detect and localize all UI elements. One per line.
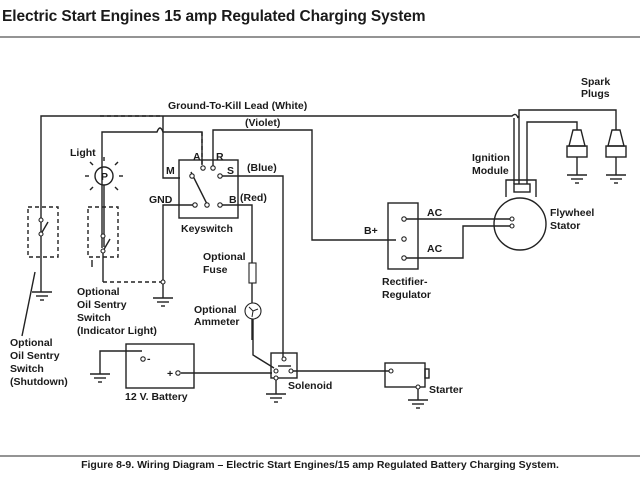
ground-icon [32,291,52,301]
label-flywheel-2: Stator [550,220,580,232]
ks-a: A [193,151,201,163]
ks-gnd: GND [149,194,173,206]
label-fuse-1: Optional [203,251,246,263]
label-spark-1: Spark [581,76,610,88]
battery-pos: + [167,368,173,380]
label-indicator-1: Optional [77,286,120,298]
label-spark-2: Plugs [581,88,610,100]
light-wire [101,127,203,248]
label-shutdown-3: Switch [10,363,44,375]
ks-s: S [227,165,234,177]
label-battery: 12 V. Battery [125,391,188,403]
oil-sentry-shutdown-box [27,206,59,258]
figure-caption: Figure 8-9. Wiring Diagram – Electric St… [81,459,559,471]
lamp-p: P [101,171,108,183]
ks-m: M [166,165,175,177]
battery-box [125,343,195,389]
rectifier-regulator-box [387,202,419,270]
label-fuse-2: Fuse [203,264,228,276]
fuse-icon [248,262,257,284]
label-solenoid: Solenoid [288,380,332,392]
red-wire [220,204,253,262]
blue-wire [220,175,284,360]
violet-wire [212,129,396,241]
label-blue: (Blue) [247,162,277,174]
ignition-module [505,179,537,197]
label-shutdown-2: Oil Sentry [10,350,60,362]
label-violet: (Violet) [245,117,280,129]
ground-to-kill-wire [40,113,519,234]
spark-plug-icon [566,129,588,184]
label-shutdown-1: Optional [10,337,53,349]
solenoid-box [270,352,298,379]
label-red: (Red) [240,192,267,204]
gnd-wire [162,204,195,282]
label-ground-to-kill: Ground-To-Kill Lead (White) [168,100,307,112]
label-b-plus: B+ [364,225,378,237]
ground-icon [90,362,110,383]
label-ammeter-1: Optional [194,304,237,316]
flywheel-stator [493,197,547,251]
ground-icon [266,393,286,403]
label-keyswitch: Keyswitch [181,223,233,235]
label-rectifier-1: Rectifier- [382,276,428,288]
label-ignition-1: Ignition [472,152,510,164]
shutdown-pointer [21,271,36,337]
spark-plug-icon [605,129,627,184]
battery-neg: - [147,353,151,365]
label-indicator-2: Oil Sentry [77,299,127,311]
light-bulb-icon [85,157,123,191]
label-indicator-4: (Indicator Light) [77,325,157,337]
label-ammeter-2: Ammeter [194,316,240,328]
label-shutdown-4: (Shutdown) [10,376,68,388]
label-indicator-3: Switch [77,312,111,324]
starter-box [384,362,426,388]
label-flywheel-1: Flywheel [550,207,594,219]
label-ac-2: AC [427,243,443,255]
page-title: Electric Start Engines 15 amp Regulated … [2,8,426,25]
label-starter: Starter [429,384,463,396]
label-ac-1: AC [427,207,443,219]
label-ignition-2: Module [472,165,509,177]
ground-icon [153,284,173,307]
ks-b: B [229,194,237,206]
ground-icon [408,399,428,409]
ks-r: R [216,151,224,163]
label-rectifier-2: Regulator [382,289,431,301]
label-light: Light [70,147,96,159]
keyswitch-box [178,159,239,219]
